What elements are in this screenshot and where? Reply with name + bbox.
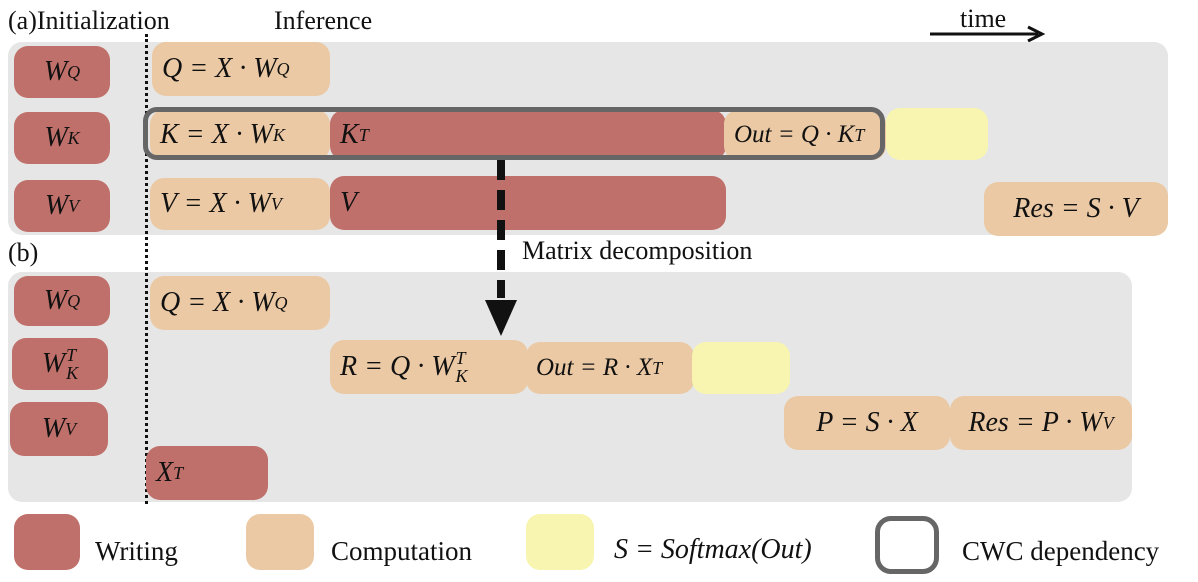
legend-writing-label: Writing — [95, 536, 178, 566]
legend-writing-swatch — [14, 514, 80, 570]
legend-cwc-swatch — [875, 516, 939, 574]
panel-b-label: (b) — [8, 238, 39, 267]
write-v-a: V — [330, 176, 726, 230]
legend-softmax-label: S = Softmax(Out) — [614, 534, 812, 565]
panel-a-label: (a)Initialization — [8, 6, 170, 35]
legend-computation-swatch — [246, 514, 314, 570]
time-label: time — [960, 4, 1007, 33]
softmax-block-a — [886, 108, 988, 160]
init-inference-divider — [145, 34, 148, 504]
time-arrow-icon — [930, 25, 1046, 43]
op-p-eq-b: P = S · X — [784, 396, 950, 450]
legend-softmax-swatch — [526, 514, 594, 570]
legend-computation-label: Computation — [331, 536, 472, 566]
legend-cwc-label: CWC dependency — [962, 536, 1160, 566]
cwc-dependency-box — [143, 107, 885, 160]
inference-label: Inference — [274, 6, 373, 35]
decomposition-arrow-icon — [485, 160, 517, 336]
op-res-eq-a: Res = S · V — [984, 182, 1168, 236]
softmax-block-b — [692, 342, 790, 394]
matrix-decomposition-label: Matrix decomposition — [522, 236, 753, 265]
